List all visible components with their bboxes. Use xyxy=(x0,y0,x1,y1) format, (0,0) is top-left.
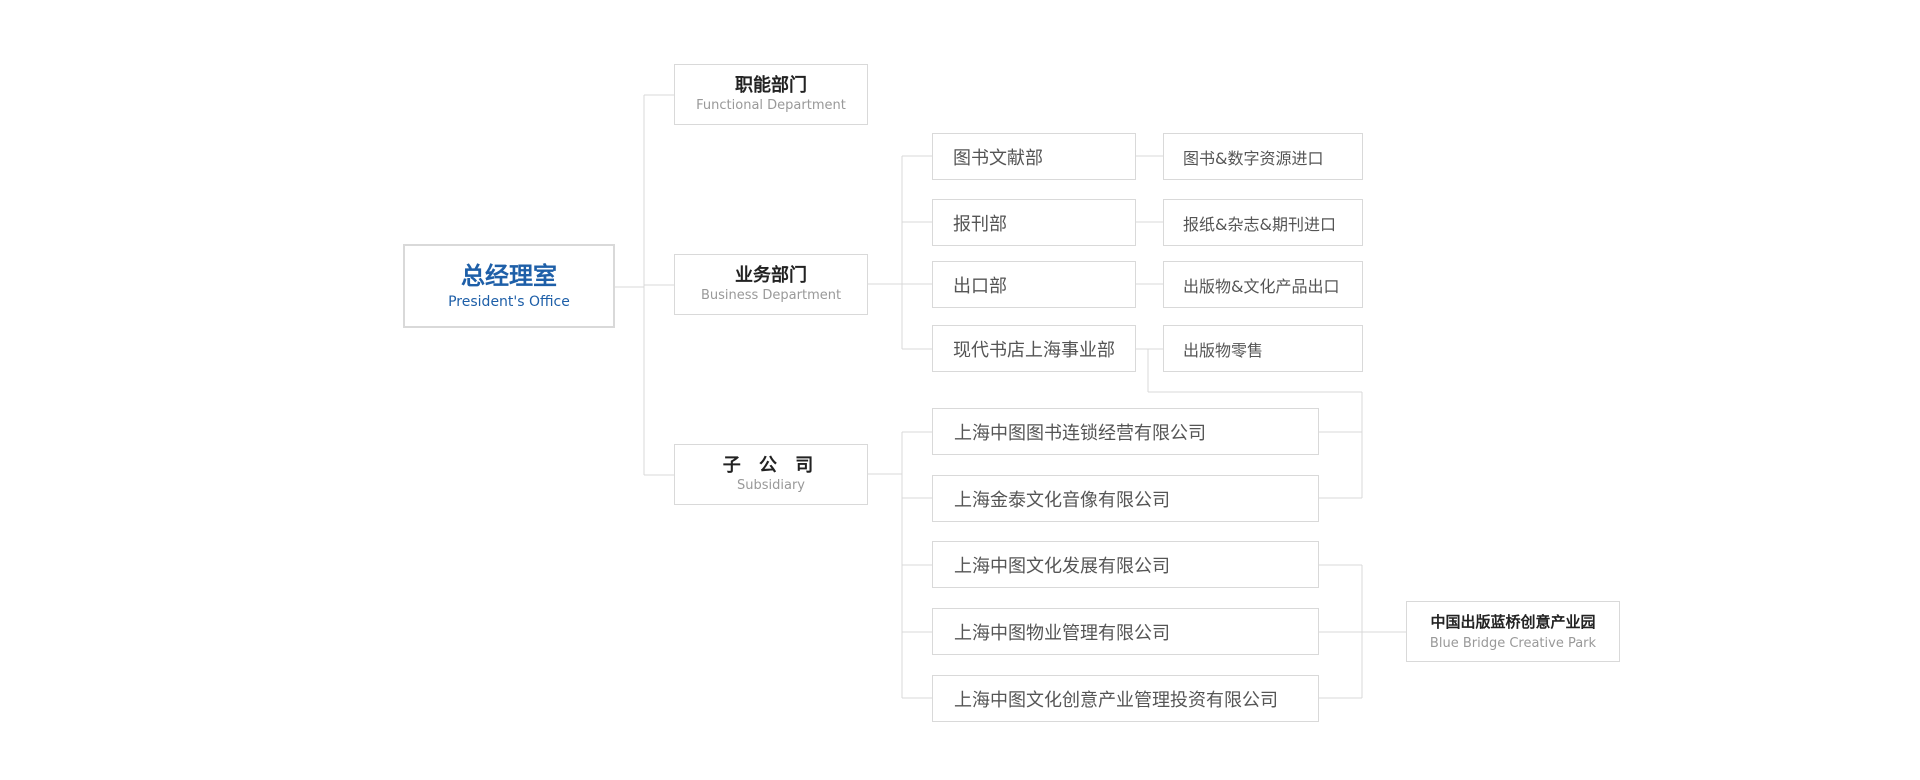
subsidiary-company-node: 上海中图文化创意产业管理投资有限公司 xyxy=(932,675,1319,722)
creative-park-subtitle: Blue Bridge Creative Park xyxy=(1429,635,1597,651)
presidents-office-subtitle: President's Office xyxy=(448,294,570,310)
subsidiary-title: 子 公 司 xyxy=(722,455,820,476)
unit-function-node: 图书&数字资源进口 xyxy=(1163,133,1363,180)
business-department-node: 业务部门 Business Department xyxy=(674,254,868,315)
unit-function-node: 出版物&文化产品出口 xyxy=(1163,261,1363,308)
functional-department-node: 职能部门 Functional Department xyxy=(674,64,868,125)
unit-node: 出口部 xyxy=(932,261,1136,308)
subsidiary-subtitle: Subsidiary xyxy=(737,478,805,493)
business-department-subtitle: Business Department xyxy=(700,288,842,303)
unit-node: 图书文献部 xyxy=(932,133,1136,180)
creative-park-node: 中国出版蓝桥创意产业园 Blue Bridge Creative Park xyxy=(1406,601,1620,662)
functional-department-subtitle: Functional Department xyxy=(696,98,846,113)
subsidiary-company-node: 上海中图文化发展有限公司 xyxy=(932,541,1319,588)
presidents-office-title: 总经理室 xyxy=(461,262,557,290)
subsidiary-company-node: 上海金泰文化音像有限公司 xyxy=(932,475,1319,522)
unit-node: 现代书店上海事业部 xyxy=(932,325,1136,372)
presidents-office-node: 总经理室 President's Office xyxy=(403,244,615,328)
creative-park-title: 中国出版蓝桥创意产业园 xyxy=(1430,612,1596,631)
subsidiary-company-node: 上海中图物业管理有限公司 xyxy=(932,608,1319,655)
unit-node: 报刊部 xyxy=(932,199,1136,246)
subsidiary-node: 子 公 司 Subsidiary xyxy=(674,444,868,505)
unit-function-node: 出版物零售 xyxy=(1163,325,1363,372)
business-department-title: 业务部门 xyxy=(735,265,807,286)
unit-function-node: 报纸&杂志&期刊进口 xyxy=(1163,199,1363,246)
subsidiary-company-node: 上海中图图书连锁经营有限公司 xyxy=(932,408,1319,455)
functional-department-title: 职能部门 xyxy=(735,75,807,96)
